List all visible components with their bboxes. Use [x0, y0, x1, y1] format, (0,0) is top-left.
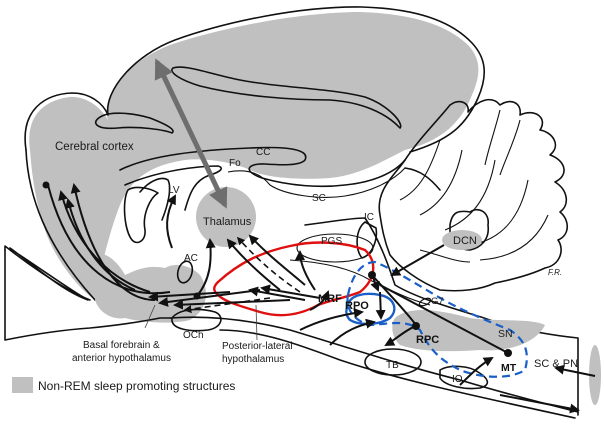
label-basal-forebrain-1: Basal forebrain & — [83, 340, 160, 351]
inferior-colliculus — [356, 221, 378, 259]
cortex-thalamus-arrow — [154, 58, 228, 209]
label-rpc: RPC — [416, 334, 439, 346]
label-basal-forebrain-2: anterior hypothalamus — [72, 353, 171, 364]
label-signature: F.R. — [548, 268, 562, 277]
pointer-basal-forebrain — [144, 304, 156, 329]
label-thalamus: Thalamus — [203, 216, 252, 228]
label-cc: CC — [256, 147, 270, 158]
label-och: OCh — [183, 330, 204, 341]
legend-swatch — [12, 377, 33, 393]
inferior-olive — [439, 365, 489, 390]
label-sn: SN — [498, 328, 513, 340]
trapezoid-body — [364, 348, 422, 376]
label-io: IO — [452, 374, 463, 385]
label-mt: MT — [501, 362, 517, 374]
label-ac: AC — [184, 253, 198, 264]
pointer-posterior-hypothalamus — [255, 304, 258, 341]
label-posterior-hypothalamus-2: hypothalamus — [222, 354, 284, 365]
label-ic: IC — [364, 212, 374, 223]
label-rpo: RPO — [345, 300, 369, 312]
label-g7: G7 — [431, 296, 444, 307]
brainstem-outline — [4, 167, 579, 419]
label-sc-top: SC — [312, 193, 326, 204]
label-sc-pn: SC & PN — [534, 358, 578, 370]
label-tb: TB — [386, 360, 399, 371]
g7-outline — [418, 297, 432, 307]
legend: Non-REM sleep promoting structures — [12, 377, 235, 393]
mrf-region-outline — [213, 241, 375, 317]
dcn-region — [442, 208, 490, 251]
sn-region — [392, 310, 545, 352]
label-dcn: DCN — [453, 235, 477, 247]
cerebellum — [378, 98, 569, 292]
ascending-arrows — [42, 181, 376, 346]
label-pgs: PGS — [321, 236, 342, 247]
label-mrf: MRF — [318, 293, 342, 305]
lateral-ventricle — [123, 186, 159, 244]
pontine-circuit — [368, 244, 596, 414]
legend-text: Non-REM sleep promoting structures — [38, 379, 235, 393]
basal-forebrain-region — [95, 253, 206, 323]
label-lv: LV — [168, 185, 180, 196]
label-posterior-hypothalamus-1: Posterior-lateral — [222, 341, 293, 352]
label-cerebral-cortex: Cerebral cortex — [55, 141, 134, 153]
label-fo: Fo — [229, 158, 241, 169]
anterior-commissure — [176, 260, 194, 284]
